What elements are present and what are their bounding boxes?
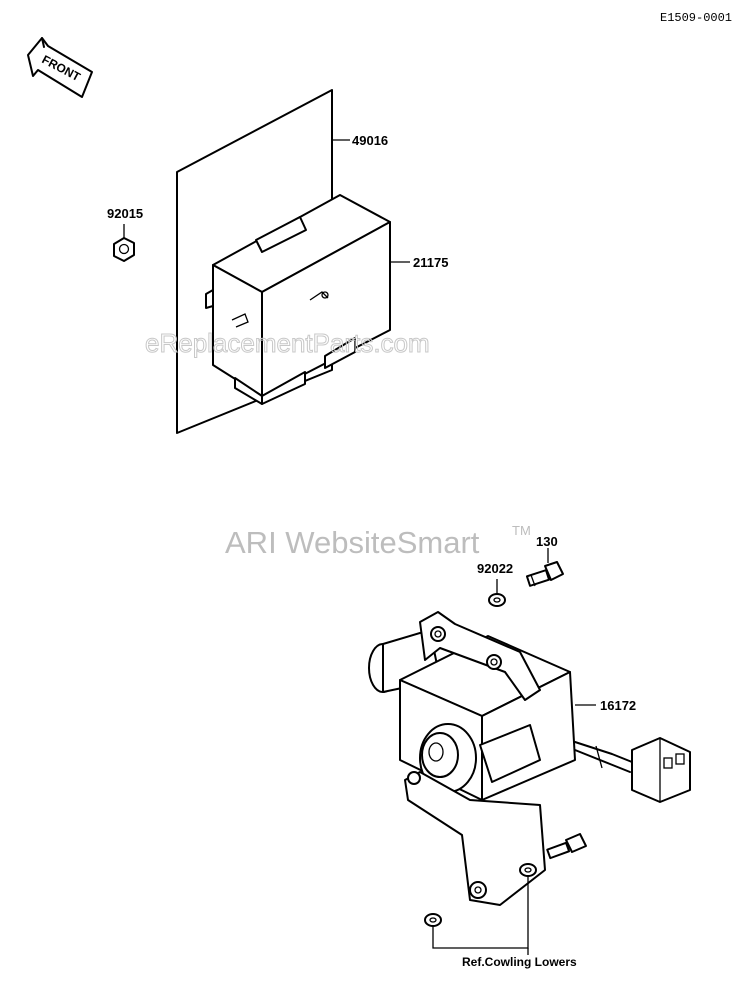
label-92022: 92022 (477, 561, 513, 576)
control-unit-box (205, 194, 391, 405)
watermark-ari-websitesmart: ARI WebsiteSmart (225, 525, 480, 560)
bolt-130-icon (525, 561, 564, 587)
servo-motor-assembly (368, 611, 691, 906)
label-92015: 92015 (107, 206, 143, 221)
label-16172: 16172 (600, 698, 636, 713)
front-arrow-icon: FRONT (27, 37, 93, 98)
reference-note: Ref.Cowling Lowers (462, 955, 577, 969)
leader-lines (123, 139, 596, 955)
washer-lower-right-icon (519, 863, 537, 877)
washer-92022-icon (488, 593, 506, 607)
bracket-bolt-icon (546, 833, 587, 860)
watermark-trademark: TM (512, 523, 531, 538)
label-21175: 21175 (413, 255, 448, 270)
nut-92015-icon (113, 237, 135, 262)
label-130: 130 (536, 534, 558, 549)
watermark-ereplacementparts: eReplacementParts.com (145, 328, 430, 358)
mounting-sheet (176, 89, 333, 434)
diagram-code: E1509-0001 (660, 11, 732, 25)
label-49016: 49016 (352, 133, 388, 148)
washer-lower-left-icon (424, 913, 442, 927)
